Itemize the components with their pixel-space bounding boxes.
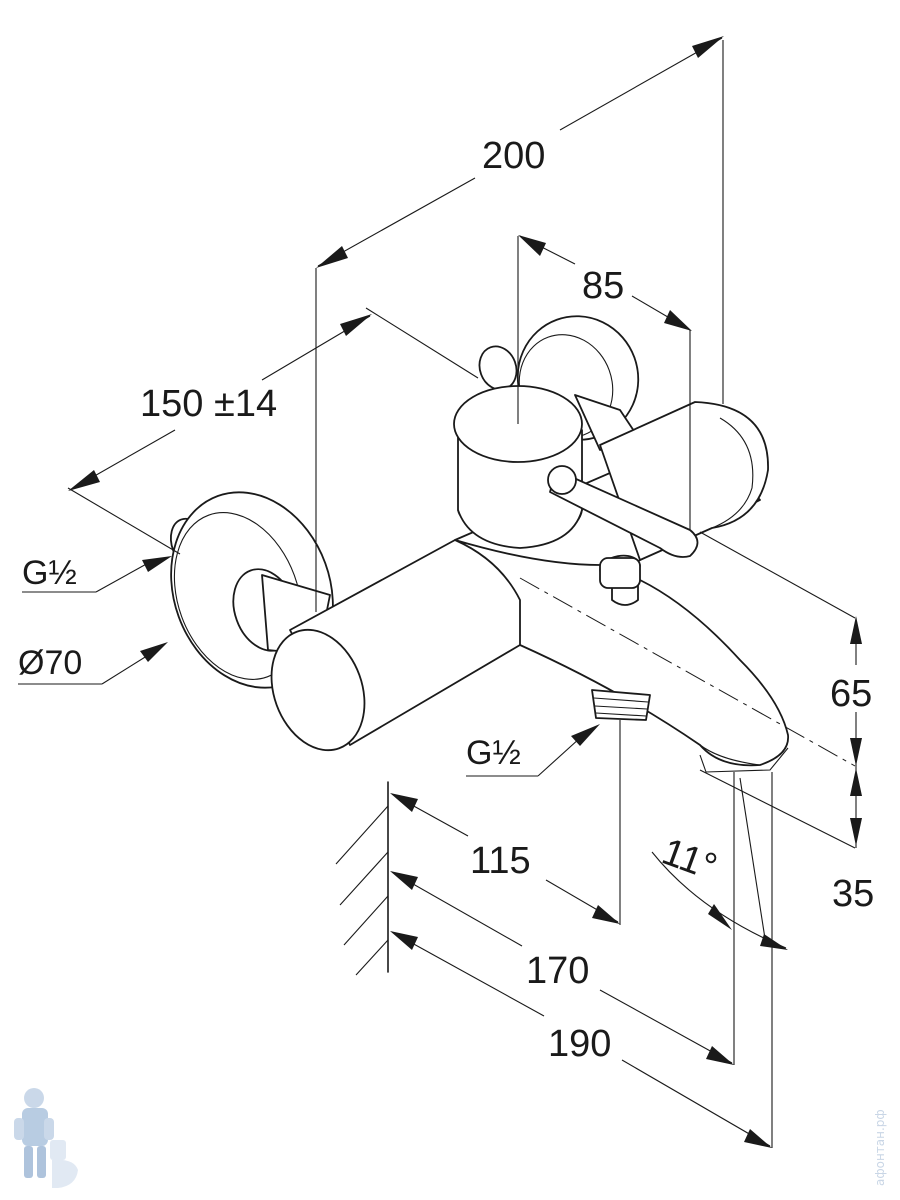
dim-angle-label: 11° [657,831,723,889]
dimension-200: 200 [316,36,724,268]
dim-170-label: 170 [526,950,589,992]
mixer-lever [453,385,699,558]
dim-115-label: 115 [470,840,531,882]
outlet-thread-text: G½ [466,734,521,772]
dim-150-label: 150 ±14 [140,383,277,425]
dimension-170: 170 [390,871,734,1065]
label-inlet-thread: G½ [22,554,172,593]
construction-lines [67,40,856,1148]
dimension-190: 190 [390,931,772,1148]
dimension-85: 85 [518,235,692,331]
left-end-cap [270,628,366,752]
dim-200-label: 200 [482,135,545,177]
faucet-body [169,315,789,773]
watermark-site: афонтан.рф [873,1109,887,1186]
label-outlet-thread: G½ [466,724,600,777]
dim-35-label: 35 [832,873,874,915]
label-rosette-diameter: Ø70 [18,642,168,685]
dimension-115: 115 [390,793,620,924]
plumber-mascot-icon [14,1088,78,1188]
outlet-thread [591,689,651,721]
dim-190-label: 190 [548,1023,611,1065]
dim-65-label: 65 [830,673,872,715]
rosette-diameter-text: Ø70 [18,644,82,682]
inlet-thread-text: G½ [22,554,77,592]
diverter-button [599,554,641,606]
wall-hatch [335,781,389,976]
dim-85-label: 85 [582,265,624,307]
dimension-150: 150 ±14 [68,314,372,491]
dimension-angle: 11° [651,831,788,950]
dimension-65-35: 65 35 [830,616,874,915]
